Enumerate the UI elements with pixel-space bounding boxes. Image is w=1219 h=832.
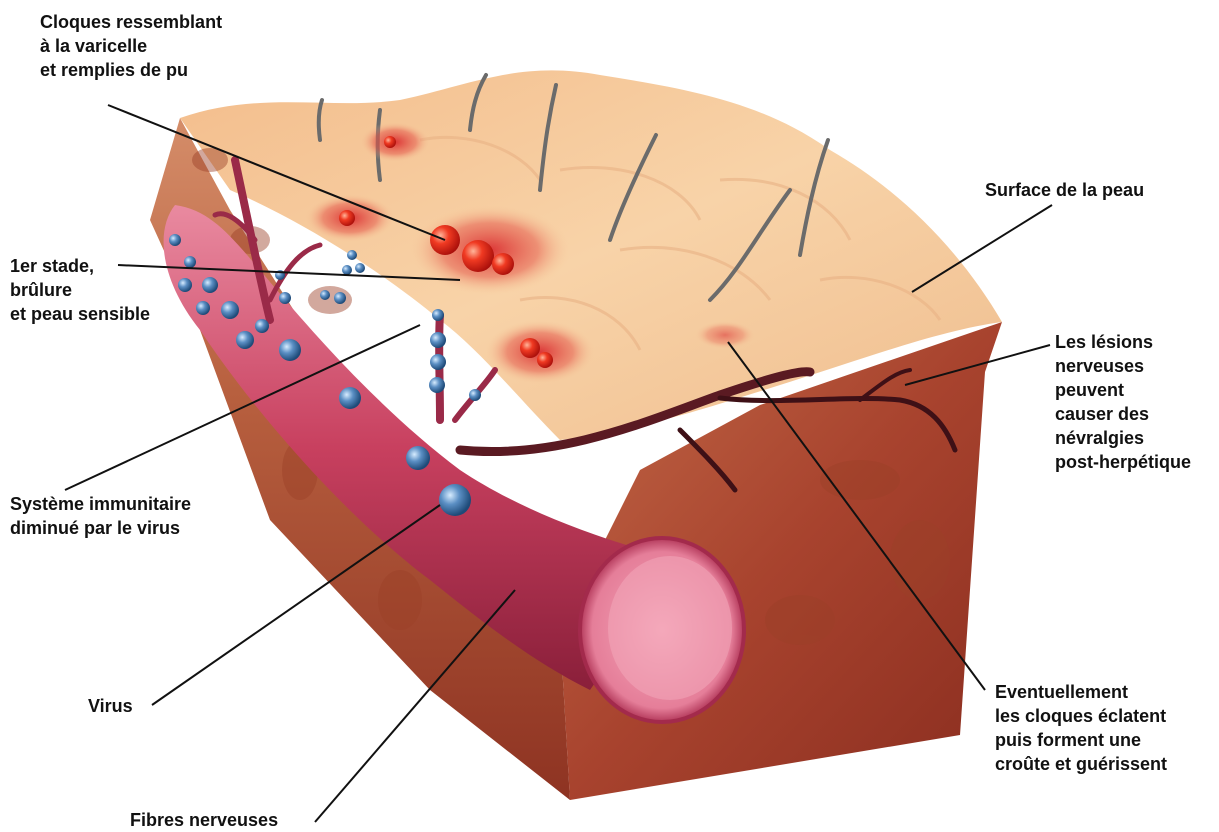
- label-virus: Virus: [88, 694, 133, 718]
- label-nerve-fibers: Fibres nerveuses: [130, 808, 278, 832]
- label-eventually: Eventuellement les cloques éclatent puis…: [995, 680, 1167, 776]
- label-nerve-lesions: Les lésions nerveuses peuvent causer des…: [1055, 330, 1191, 474]
- label-blisters: Cloques ressemblant à la varicelle et re…: [40, 10, 222, 82]
- label-immune-system: Système immunitaire diminué par le virus: [10, 492, 191, 540]
- label-skin-surface: Surface de la peau: [985, 178, 1144, 202]
- label-first-stage: 1er stade, brûlure et peau sensible: [10, 254, 150, 326]
